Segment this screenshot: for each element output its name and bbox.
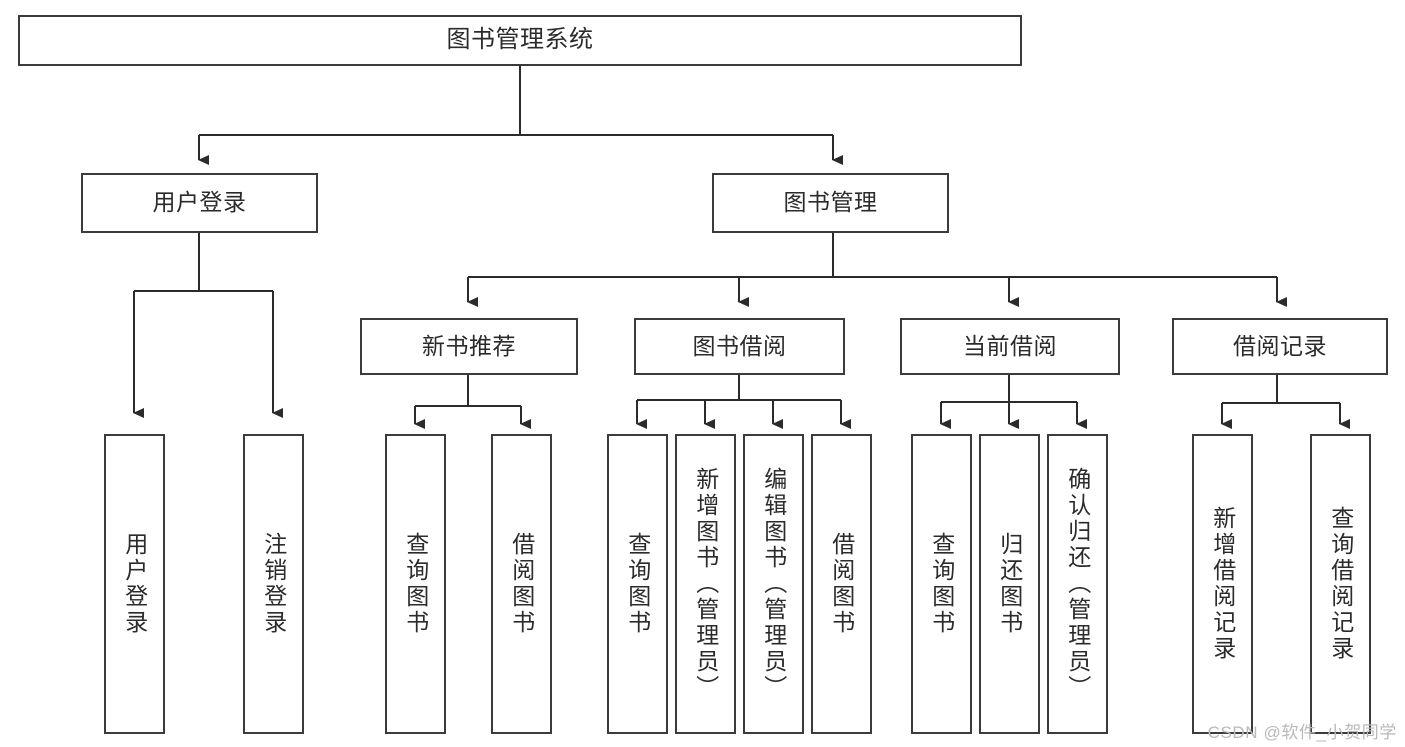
node-book-borrow[interactable]: 图书借阅 (634, 318, 845, 375)
leaf-new-book-query[interactable]: 查询图书 (385, 434, 446, 734)
node-label: 新书推荐 (422, 332, 516, 359)
leaf-borrow-edit-book-admin[interactable]: 编辑图书（管理员） (743, 434, 804, 734)
node-new-book-recommend[interactable]: 新书推荐 (360, 318, 578, 375)
leaf-current-return-book[interactable]: 归还图书 (979, 434, 1040, 734)
node-user-login[interactable]: 用户登录 (81, 173, 318, 233)
node-label: 用户登录 (121, 532, 148, 636)
node-label: 归还图书 (996, 532, 1023, 636)
leaf-record-query-record[interactable]: 查询借阅记录 (1310, 434, 1371, 734)
node-label: 图书管理 (783, 189, 878, 216)
leaf-record-add-record[interactable]: 新增借阅记录 (1192, 434, 1253, 734)
leaf-borrow-query-book[interactable]: 查询图书 (607, 434, 668, 734)
node-label: 图书管理系统 (446, 26, 594, 54)
node-label: 借阅记录 (1233, 332, 1327, 359)
node-label: 查询借阅记录 (1327, 506, 1354, 662)
node-label: 当前借阅 (963, 332, 1057, 359)
leaf-borrow-add-book-admin[interactable]: 新增图书（管理员） (675, 434, 736, 734)
node-label: 查询图书 (624, 532, 651, 636)
leaf-user-login-logout[interactable]: 注销登录 (243, 434, 304, 734)
leaf-user-login-login[interactable]: 用户登录 (104, 434, 165, 734)
leaf-borrow-borrow-book[interactable]: 借阅图书 (811, 434, 872, 734)
node-current-borrow[interactable]: 当前借阅 (900, 318, 1120, 375)
node-label: 图书借阅 (692, 332, 787, 359)
node-label: 新增图书（管理员） (692, 467, 719, 701)
node-label: 注销登录 (260, 532, 287, 636)
csdn-watermark: CSDN @软件_小贺同学 (1207, 723, 1397, 742)
node-label: 用户登录 (152, 189, 247, 216)
leaf-current-confirm-return-admin[interactable]: 确认归还（管理员） (1047, 434, 1108, 734)
node-label: 查询图书 (928, 532, 955, 636)
node-label: 查询图书 (402, 532, 429, 636)
node-label: 借阅图书 (508, 532, 535, 636)
node-borrow-record[interactable]: 借阅记录 (1172, 318, 1388, 375)
node-label: 借阅图书 (828, 532, 855, 636)
node-label: 编辑图书（管理员） (760, 467, 787, 701)
leaf-current-query-book[interactable]: 查询图书 (911, 434, 972, 734)
node-label: 新增借阅记录 (1209, 506, 1236, 662)
leaf-new-book-borrow[interactable]: 借阅图书 (491, 434, 552, 734)
node-label: 确认归还（管理员） (1064, 467, 1091, 701)
node-root-system[interactable]: 图书管理系统 (18, 15, 1022, 66)
node-book-management[interactable]: 图书管理 (712, 173, 949, 233)
